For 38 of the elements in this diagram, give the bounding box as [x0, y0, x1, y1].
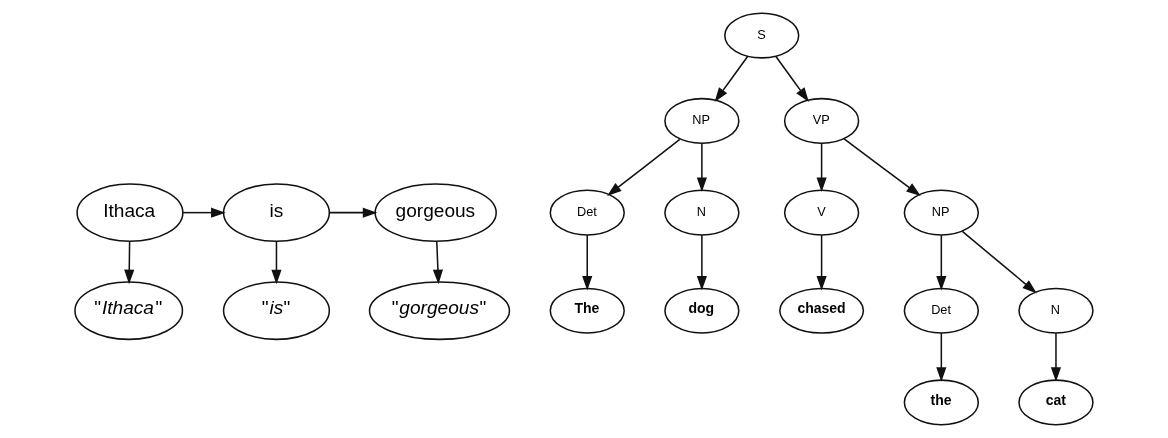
arrow — [124, 240, 135, 285]
arrow — [936, 332, 947, 382]
arrow — [816, 142, 827, 193]
node-ellipse: S — [724, 12, 800, 59]
arrow — [961, 230, 1037, 294]
node-ellipse: NP — [664, 97, 740, 144]
node-ellipse: VP — [783, 97, 860, 144]
node-ellipse: the — [903, 379, 980, 426]
node-ellipse: gorgeous — [374, 183, 497, 243]
node-ellipse: Ithaca — [76, 183, 184, 243]
node-ellipse: N — [664, 189, 740, 236]
node-ellipse: is — [222, 183, 331, 243]
node-ellipse: dog — [664, 287, 740, 334]
node-ellipse: "Ithaca" — [74, 281, 184, 341]
arrow — [1050, 332, 1062, 382]
arrow — [843, 138, 921, 197]
arrow — [775, 55, 809, 103]
arrow — [582, 234, 593, 291]
arrow — [328, 207, 378, 218]
arrow — [936, 234, 947, 291]
node-ellipse: cat — [1018, 379, 1094, 426]
arrow — [696, 142, 707, 193]
arrow — [271, 240, 282, 285]
arrow — [607, 138, 681, 196]
arrow — [432, 240, 443, 285]
node-ellipse: Det — [903, 287, 980, 334]
node-ellipse: chased — [779, 287, 865, 334]
node-ellipse: Det — [549, 189, 625, 236]
node-ellipse: N — [1018, 287, 1094, 334]
node-ellipse: "gorgeous" — [368, 281, 511, 341]
arrow — [816, 234, 827, 291]
node-ellipse: NP — [903, 189, 980, 236]
node-ellipse: "is" — [222, 281, 331, 341]
arrow — [182, 207, 226, 218]
arrow — [696, 234, 707, 291]
arrow — [714, 55, 749, 103]
node-ellipse: V — [783, 189, 860, 236]
node-ellipse: The — [549, 287, 625, 334]
